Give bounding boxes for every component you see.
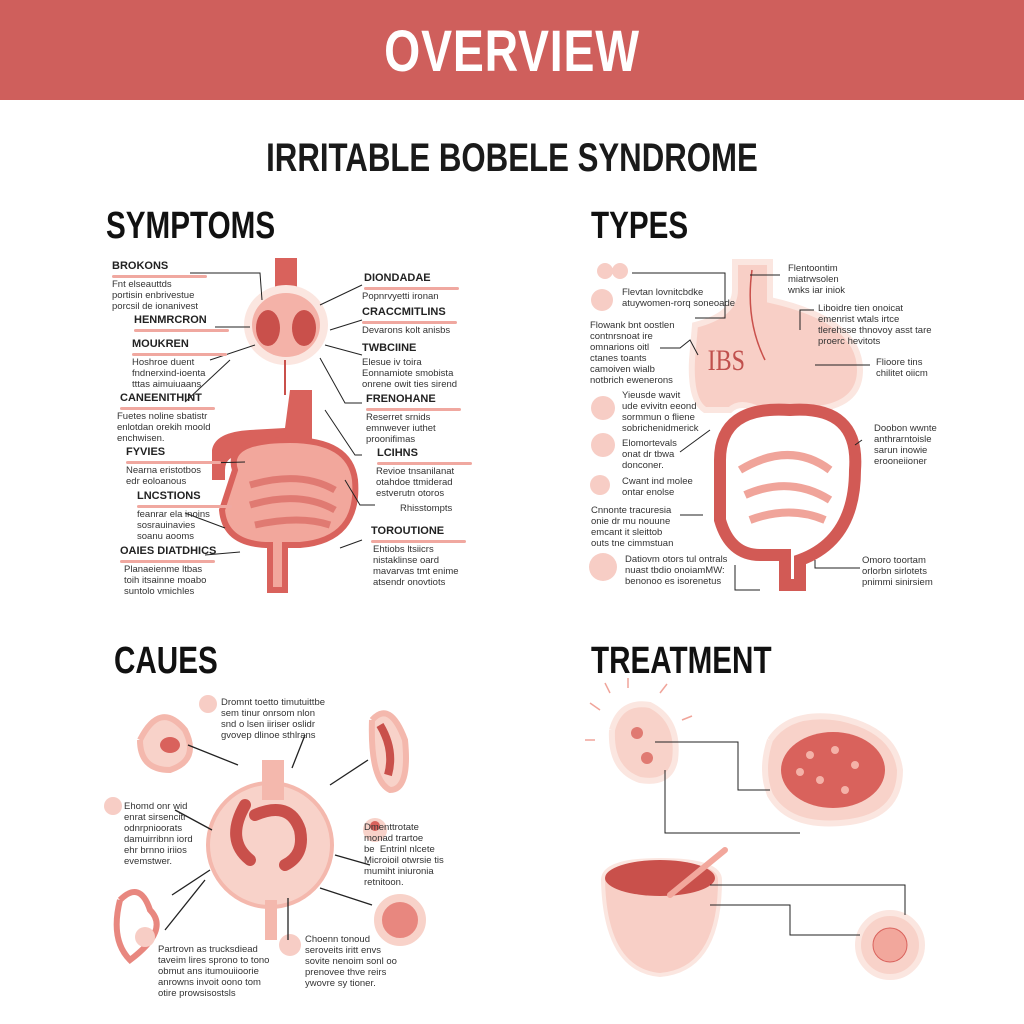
cause-description: Choenn tonoud seroveits iritt envs sovit…: [305, 934, 397, 989]
section-treatment-heading: TREATMENT: [591, 640, 772, 682]
type-description: Liboidre tien onoicat emenrist wtals irt…: [818, 303, 932, 347]
symptom-description: Revioe tnsanilanat otahdoe ttmiderad est…: [376, 466, 455, 499]
type-description: Datiovm otors tul ontrals nuast tbdio on…: [625, 554, 728, 587]
types-ibs-illustration: [589, 259, 864, 591]
symptom-label: CRACCMITLINS: [362, 306, 457, 324]
causes-illustration: [104, 695, 426, 964]
symptom-label: BROKONS: [112, 260, 207, 278]
cause-description: Dromnt toetto timutuittbe sem tinur onrs…: [221, 697, 326, 741]
symptom-description: Ehtiobs ltsiicrs nistaklinse oard mavarv…: [373, 544, 459, 588]
type-description: Elomortevals onat dr tbwa donconer.: [622, 438, 677, 471]
type-description: Doobon wwnte anthrarntoisle sarun inowie…: [874, 423, 937, 467]
section-causes-heading: CAUES: [114, 640, 218, 682]
type-description: Flevtan lovnitcbdke atuywomen-rorq soneo…: [622, 287, 736, 309]
cause-description: Partrovn as trucksdiead taveim lires spr…: [158, 944, 270, 999]
type-description: Omoro toortam orlorbn sirlotets pnimmi s…: [862, 555, 933, 588]
symptom-description: Nearna eristotbos edr eoloanous: [126, 465, 201, 487]
symptom-description: feanrar ela inoins sosrauinavies soanu a…: [137, 509, 210, 542]
symptom-label: FRENOHANE: [366, 393, 461, 411]
symptom-description: Fnt elseauttds portisin enbrivestue porc…: [112, 279, 199, 312]
symptom-label: CANEENITHINT: [120, 392, 215, 410]
symptom-label: OAIES DIATDHICS: [120, 545, 216, 563]
header-title: OVERVIEW: [384, 19, 640, 84]
cause-description: Ehomd onr wid enrat sirsencitr odnrpnioo…: [124, 801, 193, 867]
ibs-label: IBS: [707, 344, 746, 377]
page-title: IRRITABLE BOBELE SYNDROME: [266, 136, 758, 180]
header-banner: [0, 0, 1024, 100]
type-description: Cwant ind molee ontar enolse: [622, 476, 693, 498]
symptom-description: Devarons kolt anisbs: [362, 325, 451, 336]
symptom-label: DIONDADAE: [364, 272, 459, 290]
type-description: Flioore tins chilitet oiicm: [876, 357, 928, 379]
symptom-description: Reserret srnids emnwever iuthet proonifi…: [366, 412, 436, 445]
symptom-description: Hoshroe duent fndnerxind-ioenta tttas ai…: [132, 357, 206, 390]
symptom-label: HENMRCRON: [134, 314, 229, 332]
symptoms-digestive-tract-illustration: [212, 258, 359, 593]
symptom-description: Rhisstompts: [400, 503, 453, 514]
type-description: Yieusde wavit ude evivitn eeond sormmun …: [622, 390, 699, 434]
symptom-label: LCIHNS: [377, 447, 472, 465]
section-types-heading: TYPES: [591, 205, 689, 247]
symptom-label: FYVIES: [126, 446, 221, 464]
symptom-description: Popnrvyetti ironan: [362, 291, 439, 302]
symptom-description: Elesue iv toira Eonnamiote smobista onre…: [362, 357, 458, 390]
treatment-connectors: [655, 741, 906, 936]
symptoms-leader-lines: [184, 272, 375, 556]
symptom-description: Fuetes noline sbatistr enlotdan orekih m…: [117, 411, 211, 444]
type-description: Flowank bnt oostlen contnrsnoat ire omna…: [590, 320, 675, 386]
types-leader-lines: [632, 272, 870, 591]
causes-arrows: [164, 734, 373, 940]
symptom-description: Planaeienme ltbas toih itsainne moabo su…: [124, 564, 207, 597]
symptom-label: LNCSTIONS: [137, 490, 232, 508]
type-description: Cnnonte tracuresia onie dr mu nouune emc…: [591, 505, 674, 549]
section-symptoms-heading: SYMPTOMS: [106, 205, 276, 247]
symptom-label: TOROUTIONE: [371, 525, 466, 543]
type-description: Flentoontim miatrwsolen wnks iar iniok: [788, 263, 846, 296]
symptom-label: TWBCIINE: [362, 342, 417, 354]
cause-description: Dmenttrotate monad trartoe be Entrinl nl…: [364, 822, 444, 888]
treatment-illustration: [585, 678, 925, 980]
symptom-label: MOUKREN: [132, 338, 227, 356]
